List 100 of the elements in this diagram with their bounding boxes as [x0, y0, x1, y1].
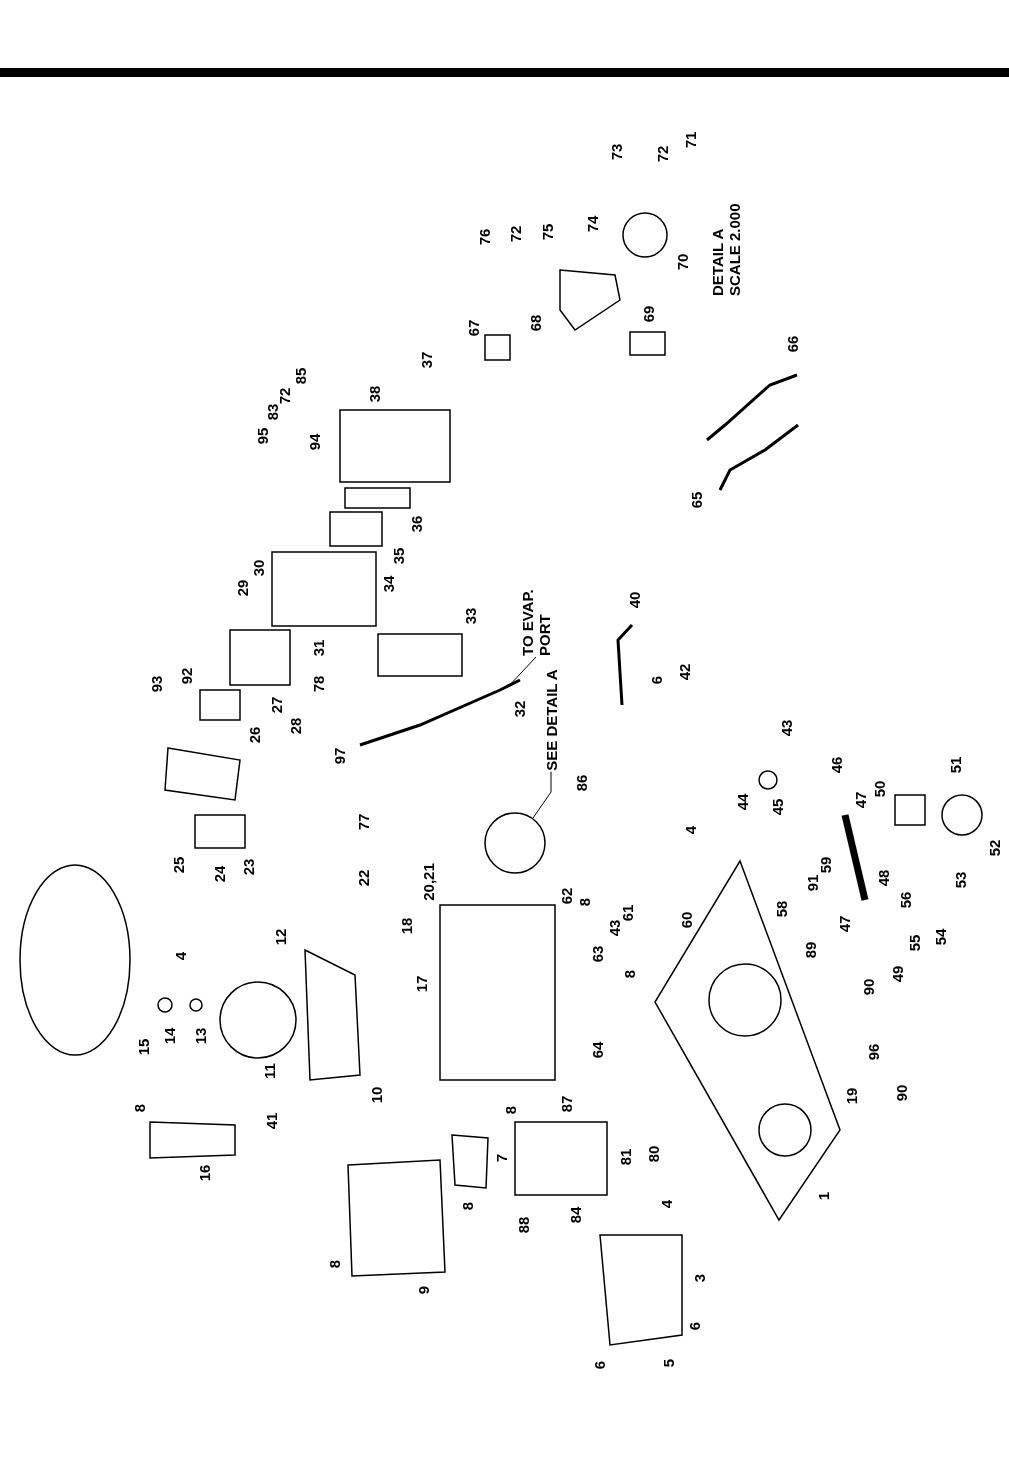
callout-number: 89 — [801, 941, 819, 959]
callout-number: 14 — [160, 1027, 178, 1045]
callout-number: 76 — [475, 228, 493, 246]
callout-number: 74 — [583, 215, 601, 233]
callout-number: 23 — [239, 858, 257, 876]
callout-number: 96 — [864, 1043, 882, 1061]
callout-number: 44 — [733, 793, 751, 811]
callout-number: 66 — [783, 335, 801, 353]
callout-number: 49 — [888, 965, 906, 983]
callout-number: 43 — [605, 919, 623, 937]
callout-number: 8 — [575, 897, 593, 907]
callout-number: 24 — [210, 865, 228, 883]
callout-number: 64 — [588, 1041, 606, 1059]
callout-number: 11 — [260, 1063, 278, 1079]
callout-number: 90 — [892, 1084, 910, 1102]
callout-number: 90 — [859, 978, 877, 996]
callout-number: 81 — [616, 1148, 634, 1166]
callout-number: 47 — [835, 915, 853, 933]
callout-number: 32 — [510, 700, 528, 718]
callout-number: 73 — [607, 143, 625, 161]
callout-number: 34 — [379, 575, 397, 593]
callout-number: 8 — [325, 1259, 343, 1269]
callout-number: 70 — [673, 253, 691, 271]
callout-number: 47 — [851, 791, 869, 809]
callout-number: 8 — [501, 1105, 519, 1115]
callout-number: 6 — [647, 675, 665, 685]
callout-number: 53 — [951, 871, 969, 889]
callout-number: 5 — [659, 1358, 677, 1368]
callout-number: 4 — [681, 825, 699, 835]
callout-number: 3 — [690, 1273, 708, 1283]
callout-number: 68 — [526, 314, 544, 332]
callout-number: 62 — [557, 887, 575, 905]
callout-number: 75 — [538, 223, 556, 241]
callout-number: 48 — [874, 869, 892, 887]
callout-number: 22 — [354, 869, 372, 887]
callout-number: 87 — [557, 1095, 575, 1113]
callout-number: 65 — [687, 491, 705, 509]
note-text: TO EVAP. PORT — [519, 576, 553, 656]
callout-number: 4 — [657, 1199, 675, 1209]
callout-number: 6 — [590, 1360, 608, 1370]
detail-caption: DETAIL A SCALE 2.000 — [709, 202, 743, 296]
callout-number: 86 — [572, 774, 590, 792]
callout-number: 30 — [249, 559, 267, 577]
callout-number: 10 — [367, 1086, 385, 1104]
callout-number: 15 — [134, 1038, 152, 1056]
callout-number: 37 — [417, 351, 435, 369]
callout-number: 31 — [309, 639, 327, 657]
callout-number: 77 — [354, 813, 372, 831]
callout-number: 27 — [267, 696, 285, 714]
callout-number: 26 — [245, 726, 263, 744]
callout-number: 69 — [639, 305, 657, 323]
leader-line — [532, 771, 552, 819]
callout-number: 52 — [985, 839, 1003, 857]
callout-number: 85 — [291, 367, 309, 385]
callout-number: 41 — [262, 1112, 280, 1130]
callout-number: 95 — [253, 427, 271, 445]
callout-number: 7 — [492, 1153, 510, 1163]
callout-number: 8 — [458, 1201, 476, 1211]
callout-number: 19 — [842, 1087, 860, 1105]
callout-number: 29 — [233, 579, 251, 597]
callout-number: 78 — [309, 675, 327, 693]
callout-number: 36 — [407, 515, 425, 533]
callout-number: 50 — [870, 780, 888, 798]
callout-number: 58 — [772, 900, 790, 918]
callout-number: 13 — [191, 1027, 209, 1045]
callout-number: 16 — [195, 1164, 213, 1182]
callout-number: 1 — [814, 1191, 832, 1201]
callout-number: 45 — [768, 798, 786, 816]
callout-number: 80 — [644, 1145, 662, 1163]
callout-number: 25 — [169, 856, 187, 874]
callout-number: 59 — [816, 856, 834, 874]
callout-number: 38 — [365, 385, 383, 403]
callout-number: 28 — [286, 717, 304, 735]
callout-number: 12 — [271, 928, 289, 946]
callout-number: 18 — [397, 917, 415, 935]
callout-number: 92 — [177, 667, 195, 685]
callout-number: 83 — [263, 403, 281, 421]
callout-number: 55 — [905, 934, 923, 952]
note-text: SEE DETAIL A — [542, 669, 560, 771]
callout-number: 56 — [896, 891, 914, 909]
callout-number: 97 — [330, 747, 348, 765]
callout-number: 72 — [275, 387, 293, 405]
callout-number: 72 — [653, 145, 671, 163]
callout-number: 72 — [506, 225, 524, 243]
callout-number: 9 — [414, 1285, 432, 1295]
callout-number: 8 — [620, 969, 638, 979]
callout-number: 6 — [685, 1321, 703, 1331]
callout-number: 67 — [464, 319, 482, 337]
callout-number: 43 — [777, 719, 795, 737]
callout-number: 8 — [130, 1103, 148, 1113]
callout-number: 88 — [514, 1216, 532, 1234]
callout-number: 60 — [677, 911, 695, 929]
callout-number: 93 — [147, 675, 165, 693]
callout-number: 91 — [803, 874, 821, 892]
callout-number: 84 — [566, 1206, 584, 1224]
callout-number: 94 — [305, 433, 323, 451]
callout-number: 33 — [461, 607, 479, 625]
leader-line — [506, 656, 537, 689]
callout-number: 42 — [675, 663, 693, 681]
callout-number: 17 — [412, 975, 430, 993]
